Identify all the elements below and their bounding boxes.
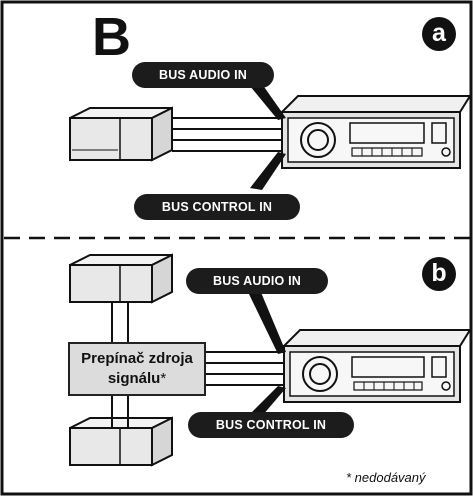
source-switch-box: Prepínač zdroja signálu* <box>68 342 206 396</box>
panel-b-cd-changer-bottom <box>69 416 173 467</box>
switch-label-line2-wrap: signálu* <box>70 369 204 389</box>
panel-a-badge: a <box>422 17 456 51</box>
panel-b-cables <box>206 351 284 386</box>
panel-b-bus-control-label: BUS CONTROL IN <box>188 412 354 438</box>
panel-b-badge: b <box>422 257 456 291</box>
panel-a-bus-audio-label: BUS AUDIO IN <box>132 62 274 88</box>
panel-b-arrows <box>248 290 286 416</box>
panel-b-bus-audio-label: BUS AUDIO IN <box>186 268 328 294</box>
panel-b-cd-changer-top <box>69 253 173 304</box>
panel-a-head-unit <box>279 95 472 169</box>
section-letter: B <box>92 7 131 67</box>
switch-asterisk: * <box>160 370 167 387</box>
panel-a-bus-control-label: BUS CONTROL IN <box>134 194 300 220</box>
panel-b-vertical-cables <box>111 302 129 428</box>
switch-label-line2: signálu <box>107 370 161 387</box>
panel-a-cd-changer <box>69 106 173 162</box>
panel-b-head-unit <box>281 329 472 403</box>
switch-label-line1: Prepínač zdroja <box>81 350 193 367</box>
panel-a-arrows <box>250 84 286 190</box>
footnote: * nedodávaný <box>346 470 426 485</box>
panel-a-cables <box>172 117 282 152</box>
